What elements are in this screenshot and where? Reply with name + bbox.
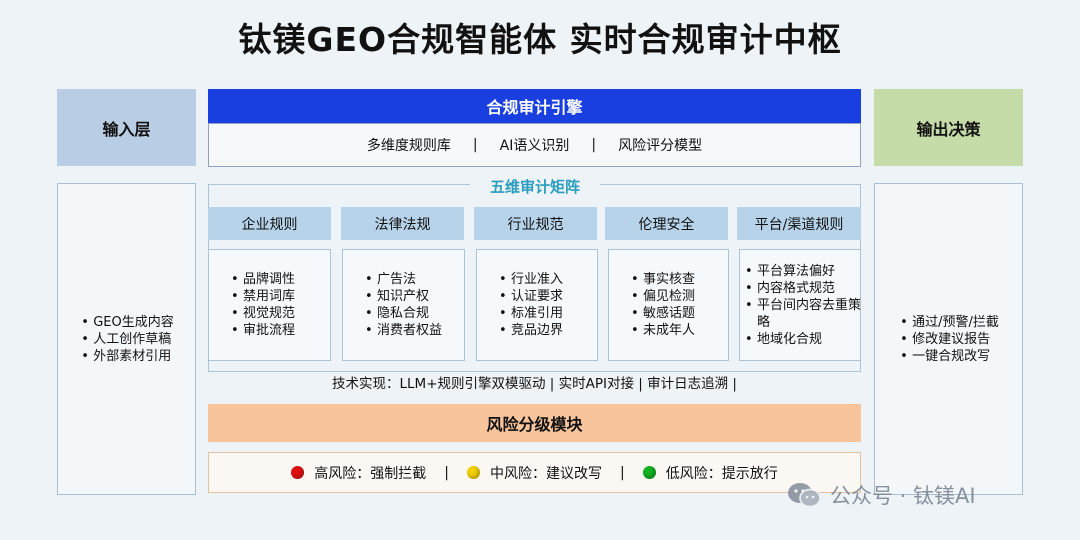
output-item: 通过/预警/拦截 (898, 314, 999, 331)
matrix-item: 事实核查 (629, 271, 695, 288)
output-layer-box: 通过/预警/拦截 修改建议报告 一键合规改写 (874, 183, 1023, 495)
matrix-item: 内容格式规范 (743, 280, 861, 297)
matrix-item: 未成年人 (629, 322, 695, 339)
input-list: GEO生成内容 人工创作草稿 外部素材引用 (79, 314, 174, 365)
tech-implementation-line: 技术实现：LLM+规则引擎双模驱动 | 实时API对接 | 审计日志追溯 | (332, 376, 737, 392)
matrix-column-box: 广告法 知识产权 隐私合规 消费者权益 (342, 249, 465, 361)
page-title: 钛镁GEO合规智能体 实时合规审计中枢 (238, 20, 842, 59)
matrix-item: 品牌调性 (229, 271, 295, 288)
output-layer-title: 输出决策 (916, 119, 981, 139)
matrix-column-list: 品牌调性 禁用词库 视觉规范 审批流程 (229, 271, 295, 339)
separator: | (444, 464, 449, 481)
matrix-item: 偏见检测 (629, 288, 695, 305)
input-item: GEO生成内容 (79, 314, 174, 331)
separator: | (591, 137, 597, 153)
matrix-item: 地域化合规 (743, 331, 861, 348)
green-dot-icon (642, 466, 656, 479)
matrix-item: 敏感话题 (629, 305, 695, 322)
wechat-icon (788, 483, 821, 508)
matrix-item: 平台算法偏好 (743, 263, 861, 280)
matrix-column-list: 平台算法偏好 内容格式规范 平台间内容去重策略 地域化合规 (743, 263, 861, 348)
matrix-item: 审批流程 (229, 322, 295, 339)
matrix-item: 视觉规范 (229, 305, 295, 322)
engine-component: 多维度规则库 (366, 138, 451, 154)
engine-component: AI语义识别 (499, 138, 570, 154)
matrix-column-header: 企业规则 (208, 207, 331, 240)
engine-header: 合规审计引擎 (208, 89, 861, 123)
matrix-item: 标准引用 (497, 305, 563, 322)
watermark-text: 公众号 · 钛镁AI (830, 484, 976, 508)
matrix-item: 广告法 (363, 271, 442, 288)
matrix-title: 五维审计矩阵 (470, 175, 600, 197)
matrix-column-box: 品牌调性 禁用词库 视觉规范 审批流程 (208, 249, 331, 361)
matrix-column-box: 平台算法偏好 内容格式规范 平台间内容去重策略 地域化合规 (739, 249, 861, 361)
output-layer-header: 输出决策 (874, 89, 1023, 166)
risk-level-low: 低风险：提示放行 (642, 463, 778, 483)
risk-level-label: 中风险：建议改写 (490, 465, 602, 482)
matrix-column-header: 平台/渠道规则 (737, 207, 861, 240)
risk-levels: 高风险：强制拦截 | 中风险：建议改写 | 低风险：提示放行 (208, 452, 861, 493)
engine-title: 合规审计引擎 (486, 98, 583, 117)
matrix-column-list: 行业准入 认证要求 标准引用 竞品边界 (497, 271, 563, 339)
matrix-column-list: 广告法 知识产权 隐私合规 消费者权益 (363, 271, 442, 339)
matrix-column-box: 事实核查 偏见检测 敏感话题 未成年人 (608, 249, 729, 361)
separator: | (472, 137, 478, 153)
matrix-item: 平台间内容去重策略 (743, 297, 861, 331)
matrix-column-header: 法律法规 (341, 207, 464, 240)
input-layer-title: 输入层 (102, 119, 151, 139)
matrix-item: 消费者权益 (363, 322, 442, 339)
matrix-item: 禁用词库 (229, 288, 295, 305)
risk-level-high: 高风险：强制拦截 (291, 463, 426, 483)
matrix-item: 竞品边界 (497, 322, 563, 339)
watermark: 公众号 · 钛镁AI (786, 478, 1066, 512)
red-dot-icon (291, 466, 305, 479)
risk-level-medium: 中风险：建议改写 (467, 463, 602, 483)
risk-level-label: 低风险：提示放行 (665, 465, 778, 482)
separator: | (620, 464, 625, 481)
matrix-item: 认证要求 (497, 288, 563, 305)
input-item: 人工创作草稿 (79, 331, 174, 348)
output-list: 通过/预警/拦截 修改建议报告 一键合规改写 (898, 314, 999, 365)
risk-module-header: 风险分级模块 (208, 404, 861, 442)
matrix-column-list: 事实核查 偏见检测 敏感话题 未成年人 (629, 271, 695, 339)
engine-component: 风险评分模型 (618, 138, 703, 154)
matrix-item: 行业准入 (497, 271, 563, 288)
matrix-column-box: 行业准入 认证要求 标准引用 竞品边界 (476, 249, 598, 361)
matrix-column-header: 伦理安全 (605, 207, 728, 240)
matrix-item: 知识产权 (363, 288, 442, 305)
output-item: 一键合规改写 (898, 348, 999, 365)
yellow-dot-icon (467, 466, 480, 479)
matrix-item: 隐私合规 (363, 305, 442, 322)
matrix-column-header: 行业规范 (474, 207, 597, 240)
risk-level-label: 高风险：强制拦截 (314, 465, 427, 482)
engine-components: 多维度规则库 | AI语义识别 | 风险评分模型 (208, 123, 861, 167)
input-layer-box: GEO生成内容 人工创作草稿 外部素材引用 (57, 183, 196, 495)
input-layer-header: 输入层 (57, 89, 196, 166)
output-item: 修改建议报告 (898, 331, 999, 348)
risk-module-title: 风险分级模块 (486, 415, 583, 434)
input-item: 外部素材引用 (79, 348, 174, 365)
